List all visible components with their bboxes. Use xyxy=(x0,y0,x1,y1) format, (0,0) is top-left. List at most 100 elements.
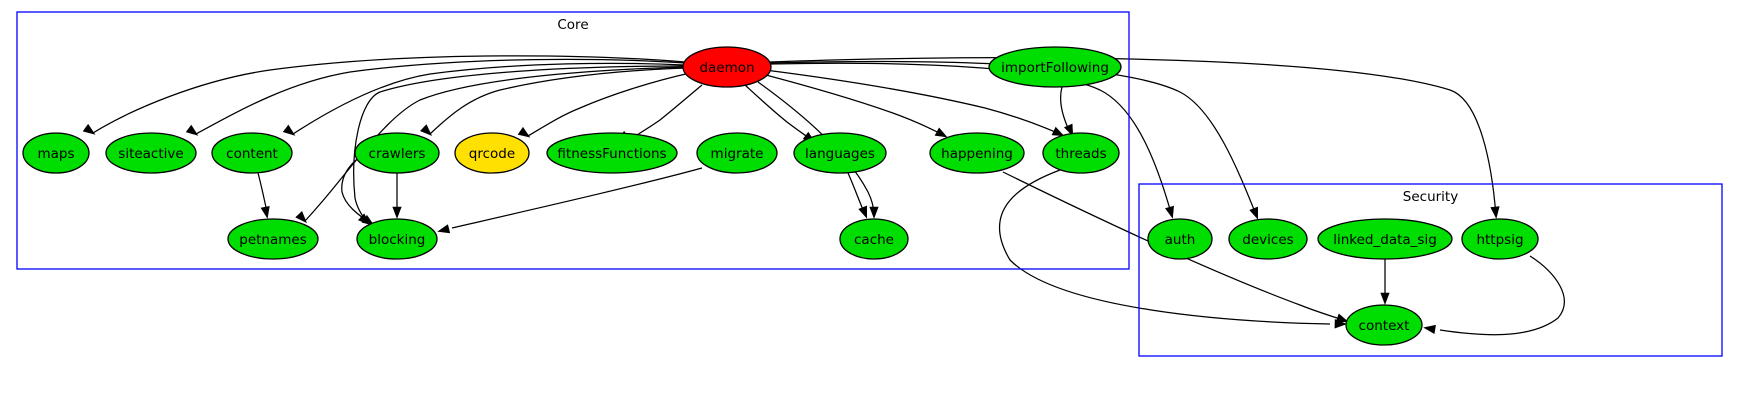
edge-daemon-to-siteactive xyxy=(185,58,686,136)
arrowhead-icon xyxy=(185,124,199,136)
node-daemon[interactable]: daemon xyxy=(682,46,772,88)
edge-line xyxy=(628,84,703,141)
arrowhead-icon xyxy=(437,224,451,234)
edge-line xyxy=(744,84,814,142)
node-petnames[interactable]: petnames xyxy=(227,218,319,260)
node-shape-fitnessFunctions[interactable] xyxy=(546,132,678,174)
edge-daemon-to-qrcode xyxy=(517,72,691,138)
edge-crawlers-to-blocking xyxy=(392,173,402,219)
node-languages[interactable]: languages xyxy=(793,132,887,174)
edge-crawlers-to-blocking2 xyxy=(341,151,375,226)
node-fitnessFunctions[interactable]: fitnessFunctions xyxy=(546,132,678,174)
node-threads[interactable]: threads xyxy=(1042,132,1120,174)
node-qrcode[interactable]: qrcode xyxy=(454,132,530,174)
edge-daemon-to-maps xyxy=(82,55,686,135)
edge-line xyxy=(292,62,686,135)
arrowhead-icon xyxy=(858,205,868,219)
node-shape-siteactive[interactable] xyxy=(105,132,197,174)
arrowhead-icon xyxy=(295,211,307,224)
edge-daemon-to-crawlers xyxy=(420,67,687,136)
edge-line xyxy=(769,60,1258,218)
node-shape-linked_data_sig[interactable] xyxy=(1317,218,1453,260)
arrowhead-icon xyxy=(361,214,375,226)
arrowhead-icon xyxy=(1335,313,1349,323)
node-context[interactable]: context xyxy=(1345,304,1423,346)
arrowhead-icon xyxy=(420,124,433,136)
edge-daemon-to-languages xyxy=(744,84,816,143)
edge-line xyxy=(761,73,946,137)
arrowhead-icon xyxy=(1490,206,1500,219)
cluster-border-core xyxy=(16,11,1130,270)
edge-line xyxy=(769,57,1497,217)
node-crawlers[interactable]: crawlers xyxy=(354,132,440,174)
edge-line xyxy=(527,72,691,137)
arrowhead-icon xyxy=(934,127,948,138)
arrowhead-icon xyxy=(1334,319,1347,329)
arrowhead-icon xyxy=(1063,123,1074,137)
edge-daemon-to-fitnessFunctions xyxy=(618,84,703,142)
edge-httpsig-to-context xyxy=(1423,255,1565,336)
edge-daemon-to-content xyxy=(282,62,686,136)
edge-line xyxy=(764,69,1063,136)
node-shape-crawlers[interactable] xyxy=(354,132,440,174)
edge-line xyxy=(847,172,865,213)
arrowhead-icon xyxy=(1165,205,1174,219)
node-shape-languages[interactable] xyxy=(793,132,887,174)
node-shape-context[interactable] xyxy=(1345,304,1423,346)
node-devices[interactable]: devices xyxy=(1228,218,1308,260)
arrowhead-icon xyxy=(260,205,270,219)
node-linked_data_sig[interactable]: linked_data_sig xyxy=(1317,218,1453,260)
node-shape-auth[interactable] xyxy=(1147,218,1213,260)
node-shape-blocking[interactable] xyxy=(356,218,438,260)
node-httpsig[interactable]: httpsig xyxy=(1461,218,1539,260)
node-shape-httpsig[interactable] xyxy=(1461,218,1539,260)
node-auth[interactable]: auth xyxy=(1147,218,1213,260)
arrowhead-icon xyxy=(517,126,531,138)
node-migrate[interactable]: migrate xyxy=(696,132,778,174)
node-blocking[interactable]: blocking xyxy=(356,218,438,260)
edges-layer xyxy=(82,55,1565,336)
node-shape-content[interactable] xyxy=(211,132,293,174)
edge-migrate-to-blocking xyxy=(437,167,703,234)
edge-line xyxy=(341,151,373,225)
edge-line xyxy=(451,167,703,229)
edge-line xyxy=(1060,86,1069,129)
node-shape-happening[interactable] xyxy=(929,132,1025,174)
edge-daemon-to-devices xyxy=(769,60,1259,220)
node-shape-daemon[interactable] xyxy=(682,46,772,88)
arrowhead-icon xyxy=(392,206,402,219)
arrowhead-icon xyxy=(1423,324,1436,335)
edge-linked_data_sig-to-context xyxy=(1380,258,1390,305)
node-content[interactable]: content xyxy=(211,132,293,174)
node-cache[interactable]: cache xyxy=(839,218,909,260)
node-shape-qrcode[interactable] xyxy=(454,132,530,174)
edge-line xyxy=(998,169,1331,325)
edge-daemon-to-threads xyxy=(764,69,1065,137)
edge-line xyxy=(195,58,686,135)
node-siteactive[interactable]: siteactive xyxy=(105,132,197,174)
node-shape-cache[interactable] xyxy=(839,218,909,260)
edge-line xyxy=(257,172,268,213)
arrowhead-icon xyxy=(1249,206,1259,220)
node-shape-migrate[interactable] xyxy=(696,132,778,174)
node-happening[interactable]: happening xyxy=(929,132,1025,174)
node-shape-importFollowing[interactable] xyxy=(988,46,1122,88)
edge-daemon-to-happening xyxy=(761,73,948,138)
nodes-layer: daemon importFollowing maps siteactive conte… xyxy=(22,46,1539,346)
edge-importFollowing-to-threads xyxy=(1060,86,1074,137)
cluster-security: Security xyxy=(1138,183,1723,357)
node-shape-maps[interactable] xyxy=(22,132,90,174)
node-importFollowing[interactable]: importFollowing xyxy=(988,46,1122,88)
edge-content-to-petnames xyxy=(257,172,270,219)
node-shape-devices[interactable] xyxy=(1228,218,1308,260)
arrowhead-icon xyxy=(82,123,96,135)
edge-line xyxy=(1439,255,1565,336)
edge-line xyxy=(353,65,687,224)
node-shape-threads[interactable] xyxy=(1042,132,1120,174)
node-maps[interactable]: maps xyxy=(22,132,90,174)
cluster-label-security: Security xyxy=(1403,189,1458,205)
node-shape-petnames[interactable] xyxy=(227,218,319,260)
